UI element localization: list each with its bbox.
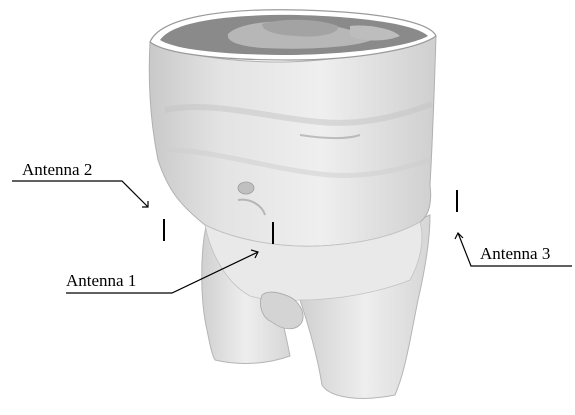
antenna-2-leader bbox=[12, 181, 148, 207]
antenna-1-label: Antenna 1 bbox=[66, 271, 136, 290]
navel bbox=[238, 182, 254, 194]
antenna-2-label: Antenna 2 bbox=[22, 160, 92, 179]
antenna-3-label: Antenna 3 bbox=[480, 244, 550, 263]
upper-torso bbox=[149, 36, 436, 246]
torso-model bbox=[149, 10, 436, 399]
